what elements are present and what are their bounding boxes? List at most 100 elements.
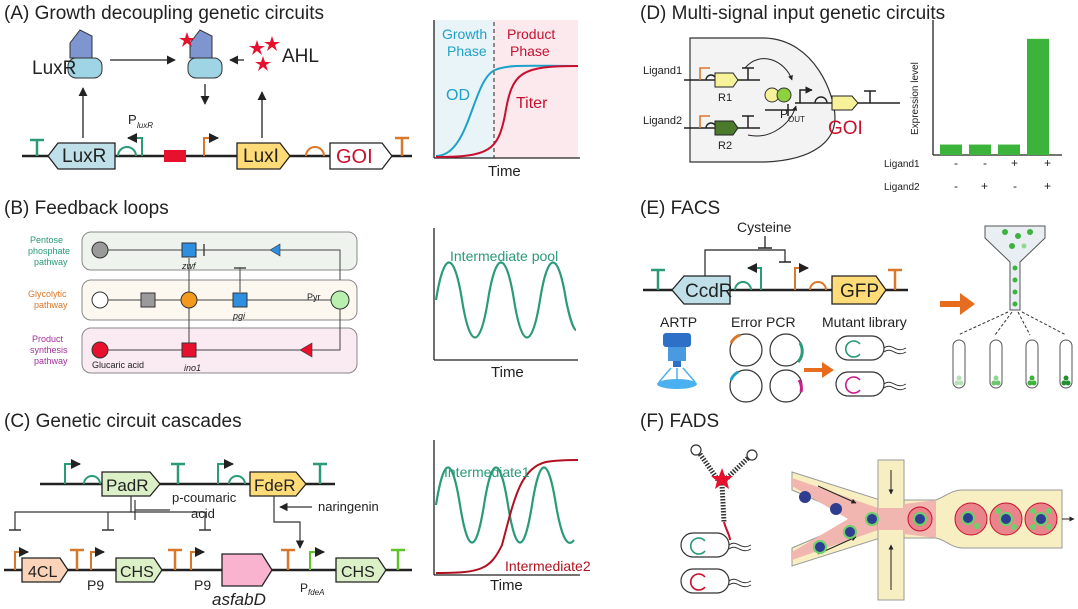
p9-label-b: P9	[194, 577, 211, 593]
luxr-gene-label: LuxR	[62, 146, 106, 167]
padr-gene-label: PadR	[106, 476, 149, 495]
artp-label: ARTP	[660, 314, 697, 330]
row2-label-2: pathway	[34, 300, 68, 310]
goi-d-label: GOI	[828, 118, 863, 139]
titer-label: Titer	[516, 95, 548, 112]
row1-label-1: Pentose	[30, 235, 63, 245]
ligand2-sign-1: -	[954, 179, 958, 193]
panel-f: (F) FADS	[640, 411, 1075, 601]
plot-b-xlabel: Time	[491, 364, 524, 381]
plot-c-legend-1: Intermediate1	[444, 464, 530, 480]
panel-b-title: (B) Feedback loops	[4, 198, 169, 219]
luxr-gene	[47, 142, 116, 170]
panel-d: (D) Multi-signal input genetic circuits …	[640, 3, 1062, 193]
gfp-gene	[831, 275, 887, 305]
cell-outline	[689, 37, 836, 163]
od-label: OD	[446, 87, 470, 104]
pfdea-label: P	[300, 581, 308, 595]
bar-chart-d: Expression level	[910, 20, 1062, 156]
panel-f-title: (F) FADS	[640, 411, 719, 432]
ligand1-row-label: Ligand1	[884, 159, 920, 170]
panel-a-title: (A) Growth decoupling genetic circuits	[4, 3, 324, 24]
row1-label-3: pathway	[34, 257, 68, 267]
padr-gene	[101, 471, 161, 497]
bar-3	[998, 144, 1020, 155]
pcoumaric-label-1: p-coumaric	[172, 490, 237, 505]
panel-c-title: (C) Genetic circuit cascades	[4, 411, 242, 432]
row2-label-1: Glycolytic	[28, 289, 67, 299]
asfabd-gene	[221, 553, 273, 587]
plot-a: Growth Phase Product Phase OD Titer Time	[433, 20, 580, 180]
r1-label: R1	[718, 92, 732, 104]
od-curve	[435, 64, 579, 157]
arrow-icon	[804, 362, 834, 378]
mutant-library-label: Mutant library	[822, 314, 907, 330]
plot-c-xlabel: Time	[490, 577, 523, 594]
fads-cell-icons	[680, 532, 752, 594]
row3-label-2: synthesis	[30, 345, 68, 355]
growth-phase-label-1: Growth	[442, 26, 487, 42]
ligand1-sign-3: +	[1011, 156, 1018, 170]
pout-label: P	[780, 107, 788, 121]
sorter-funnel-icon	[952, 225, 1073, 389]
ahl-label: AHL	[282, 46, 319, 67]
bar-2	[969, 144, 991, 155]
panel-c: (C) Genetic circuit cascades PadR FdeR p…	[4, 411, 591, 609]
ligand2-sign-3: -	[1013, 179, 1017, 193]
pfdea-subscript: fdeA	[308, 588, 324, 597]
plot-c-legend-2: Intermediate2	[505, 558, 591, 574]
ligand2-sign-2: +	[981, 179, 988, 193]
ahl-star-icon	[249, 36, 280, 71]
pout-subscript: OUT	[788, 115, 805, 124]
chs-gene-2-label: CHS	[341, 564, 375, 581]
pcoumaric-label-2: acid	[191, 506, 215, 521]
cell-icons	[835, 335, 907, 397]
goi-gene-d	[831, 95, 859, 111]
chs-gene-2	[335, 557, 387, 583]
artp-device-icon	[657, 333, 697, 389]
operator-box	[164, 150, 186, 162]
luxi-gene	[236, 142, 291, 170]
chart-d-ylabel: Expression level	[910, 62, 921, 135]
ligand2-sign-4: +	[1044, 179, 1051, 193]
r2-gene	[714, 120, 739, 136]
luxr-protein-icon	[67, 29, 103, 79]
ligand1-sign-1: -	[954, 156, 958, 170]
bar-4	[1027, 38, 1049, 155]
glucaric-label: Glucaric acid	[92, 360, 144, 370]
titer-curve	[435, 65, 579, 158]
ligand1-label: Ligand1	[643, 65, 682, 77]
plot-b-legend: Intermediate pool	[450, 248, 558, 264]
plot-c: Intermediate1 Intermediate2 Time	[433, 440, 591, 594]
error-pcr-label: Error PCR	[731, 314, 796, 330]
row3-label-3: pathway	[34, 356, 68, 366]
4cl-gene	[21, 557, 69, 583]
goi-gene-a	[329, 142, 393, 170]
panel-e: (E) FACS Cysteine CcdR GFP ARTP Error PC…	[640, 198, 1073, 403]
fder-gene-label: FdeR	[254, 476, 296, 495]
row3-label-1: Product	[32, 334, 64, 344]
plasmid-icons	[729, 333, 804, 403]
panel-d-title: (D) Multi-signal input genetic circuits	[640, 3, 945, 24]
r1-gene	[714, 72, 739, 88]
bar-1	[940, 144, 962, 155]
luxr-ahl-complex-icon	[179, 29, 223, 79]
luxr-protein-label: LuxR	[32, 58, 76, 79]
cysteine-label: Cysteine	[737, 219, 792, 235]
luxi-gene-label: LuxI	[243, 146, 279, 167]
riboswitch-icon	[690, 444, 758, 541]
pyr-label: Pyr	[307, 292, 321, 302]
row1-label-2: phosphate	[28, 246, 70, 256]
gfp-gene-label: GFP	[840, 281, 879, 302]
chs-gene-1-label: CHS	[120, 564, 154, 581]
r2-label: R2	[718, 140, 732, 152]
pluxr-subscript: luxR	[137, 121, 153, 130]
ccdr-gene	[671, 275, 731, 305]
ligand1-sign-4: +	[1044, 156, 1051, 170]
plot-a-xlabel: Time	[488, 163, 521, 180]
ccdr-gene-label: CcdR	[685, 281, 733, 302]
ligand2-label: Ligand2	[643, 115, 682, 127]
big-arrow-icon	[940, 293, 975, 315]
pgi-label: pgi	[232, 311, 246, 321]
